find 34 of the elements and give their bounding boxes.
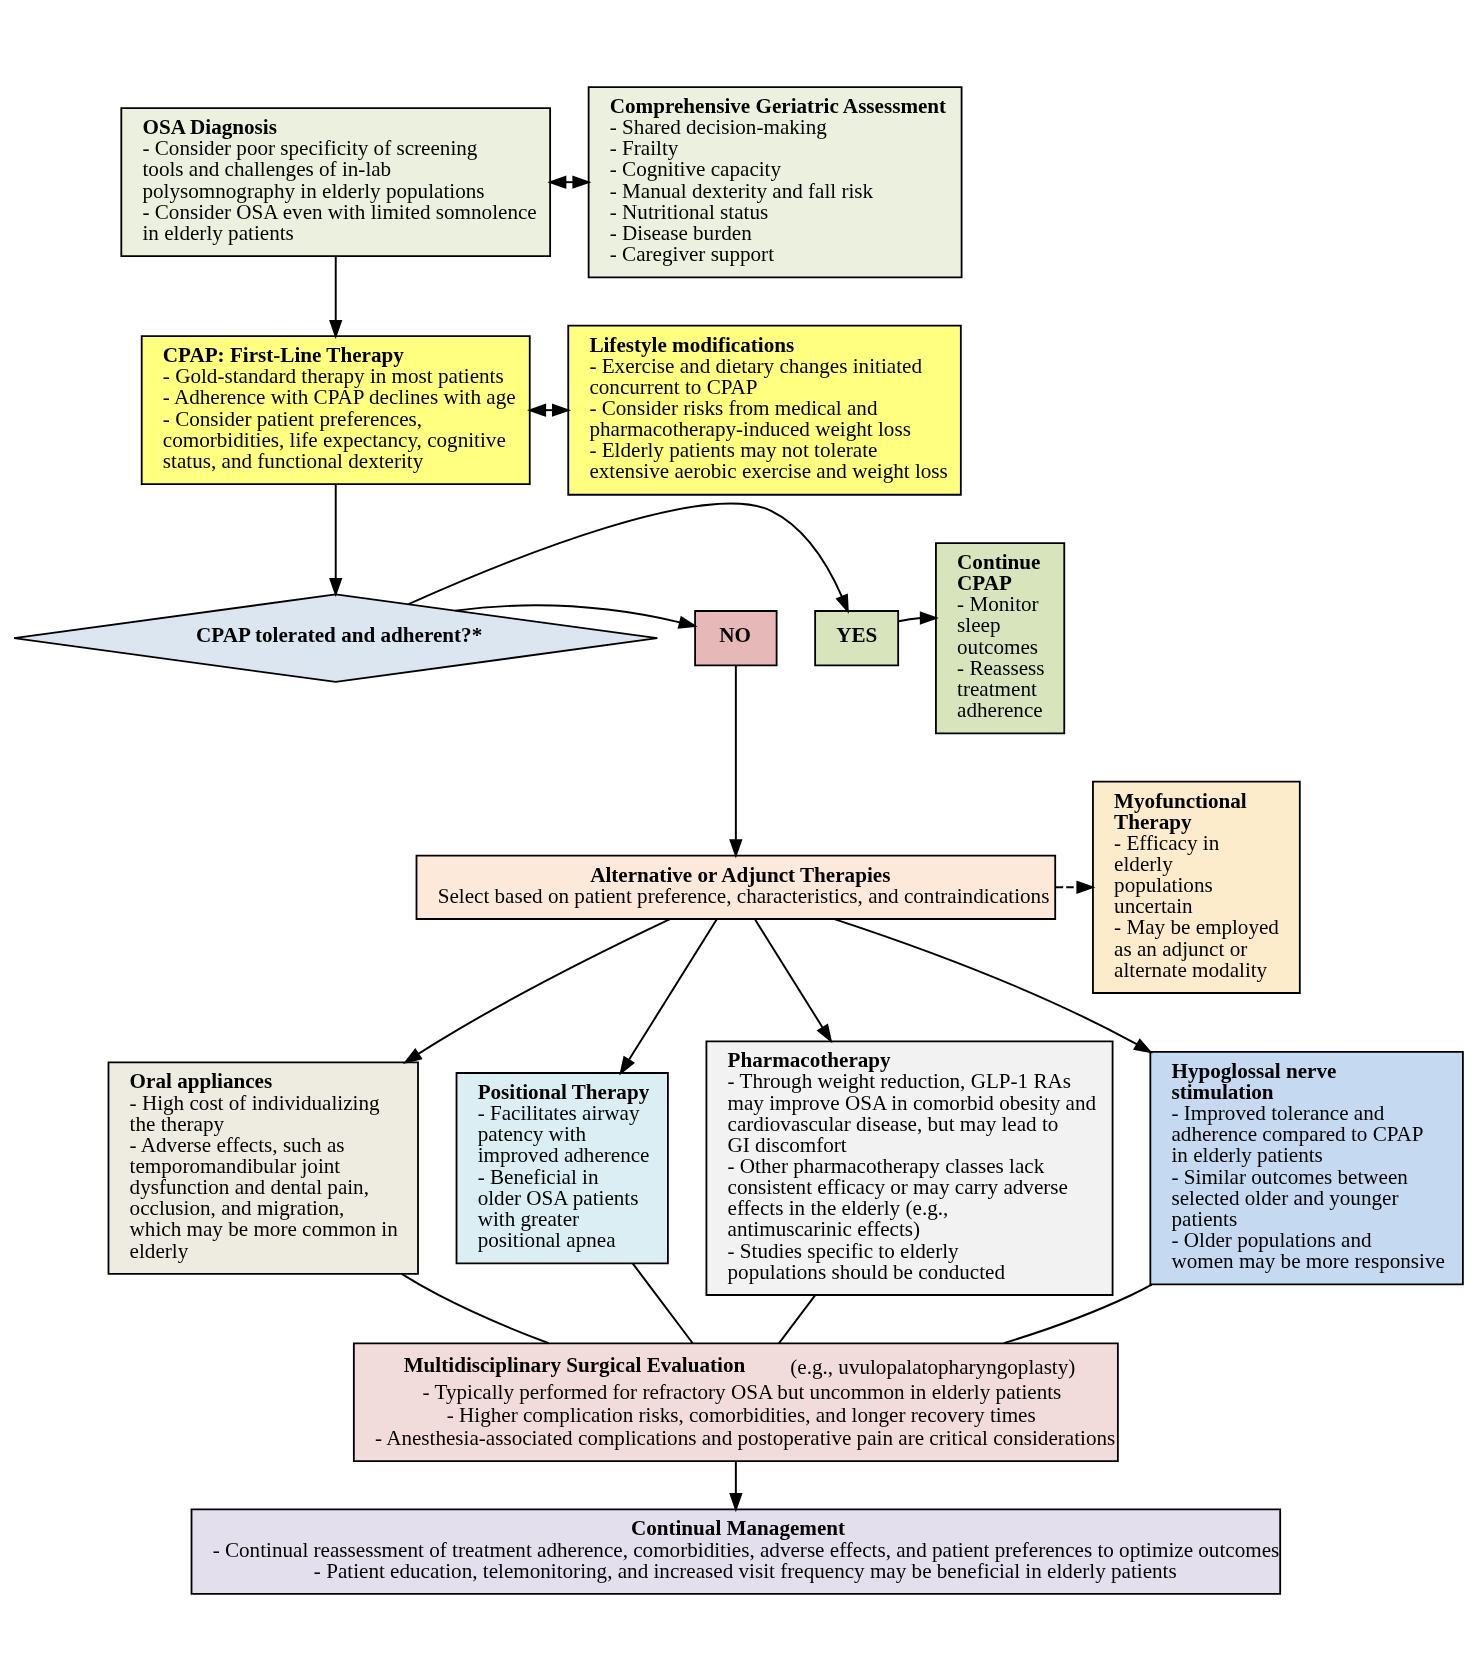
node-box: Continue CPAP - Monitor sleep outcomes - Reassess treatment adherence — [935, 541, 1066, 734]
arrow — [1054, 880, 1096, 894]
node-diamond: CPAP tolerated and adherent?* — [13, 592, 659, 683]
node-box: OSA Diagnosis - Consider poor specificity of screening tools and challenges of in-lab polysomnography in elderly populations - Consider OSA even with limited somnolence in elderly patients — [120, 106, 552, 257]
arrow — [547, 175, 592, 189]
arrow — [527, 403, 572, 417]
arrow — [897, 610, 939, 625]
node-box: NO — [694, 609, 778, 666]
arrow — [407, 502, 849, 614]
node-box: YES — [814, 609, 900, 666]
connector — [1002, 1283, 1153, 1344]
node-box: Comprehensive Geriatric Assessment - Shared decision-making - Frailty - Cognitive capacity - Manual dexterity and fall risk - Nutritional status - Disease burden - Caregiver support — [587, 85, 963, 278]
node-box: Pharmacotherapy - Through weight reduction, GLP-1 RAs may improve OSA in comorbid obesity and cardiovascular disease, but may lead to GI discomfort - Other pharmacotherapy classes lack consistent efficacy or may carry adverse effects in the elderly (e.g., antimuscarinic effects) - Studies specific to elderly populations should be conducted — [705, 1039, 1114, 1296]
node-box: Lifestyle modifications - Exercise and dietary changes initiated concurrent to CPAP - Consider risks from medical and pharmacotherapy-induced weight loss - Elderly patients may not tolerate extensive aerobic exercise and weight loss — [567, 324, 962, 496]
arrow — [454, 603, 698, 629]
node-box: Hypoglossal nerve stimulation - Improved tolerance and adherence compared to CPAP in elderly patients - Similar outcomes between selected older and younger patients - Older populations and women may be more responsive — [1149, 1050, 1464, 1285]
arrow — [619, 917, 718, 1075]
arrow — [329, 255, 343, 339]
arrow — [833, 917, 1153, 1053]
connector — [631, 1262, 694, 1344]
arrow — [329, 483, 343, 597]
node-box: Continual Management - Continual reassessment of treatment adherence, comorbidities, adverse effects, and patient preferences to optimize outcomes - Patient education, telemonitoring, and increased visit frequency may be beneficial in elderly patients — [190, 1508, 1282, 1595]
arrow — [729, 664, 743, 858]
node-box: Myofunctional Therapy - Efficacy in elderly populations uncertain - May be employed as an adjunct or alternate modality — [1092, 780, 1301, 994]
node-box: Multidisciplinary Surgical Evaluation (e.g., uvulopalatopharyngoplasty) - Typically performed for refractory OSA but uncommon in elderly patients - Higher complication risks, comorbidities, and longer recovery times - Anesthesia-associated complications and postoperative pain are critical considerations — [352, 1341, 1119, 1462]
connector — [401, 1272, 550, 1344]
node-box: Positional Therapy - Facilitates airway patency with improved adherence - Beneficial in older OSA patients with greater positional apnea — [455, 1071, 669, 1264]
arrow — [729, 1459, 743, 1512]
arrow — [403, 917, 671, 1064]
node-box: Alternative or Adjunct Therapies Select based on patient preference, characteristics, and contraindications — [415, 854, 1057, 920]
node-box: Oral appliances - High cost of individualizing the therapy - Adverse effects, such as temporomandibular joint dysfunction and dental pain, occlusion, and migration, which may be more common in elderly — [107, 1061, 419, 1275]
arrow — [753, 917, 833, 1043]
node-box: CPAP: First-Line Therapy - Gold-standard therapy in most patients - Adherence with CPAP declines with age - Consider patient preferences, comorbidities, life expectancy, cognitive status, and functional dexterity — [140, 334, 531, 485]
connector — [778, 1293, 817, 1344]
